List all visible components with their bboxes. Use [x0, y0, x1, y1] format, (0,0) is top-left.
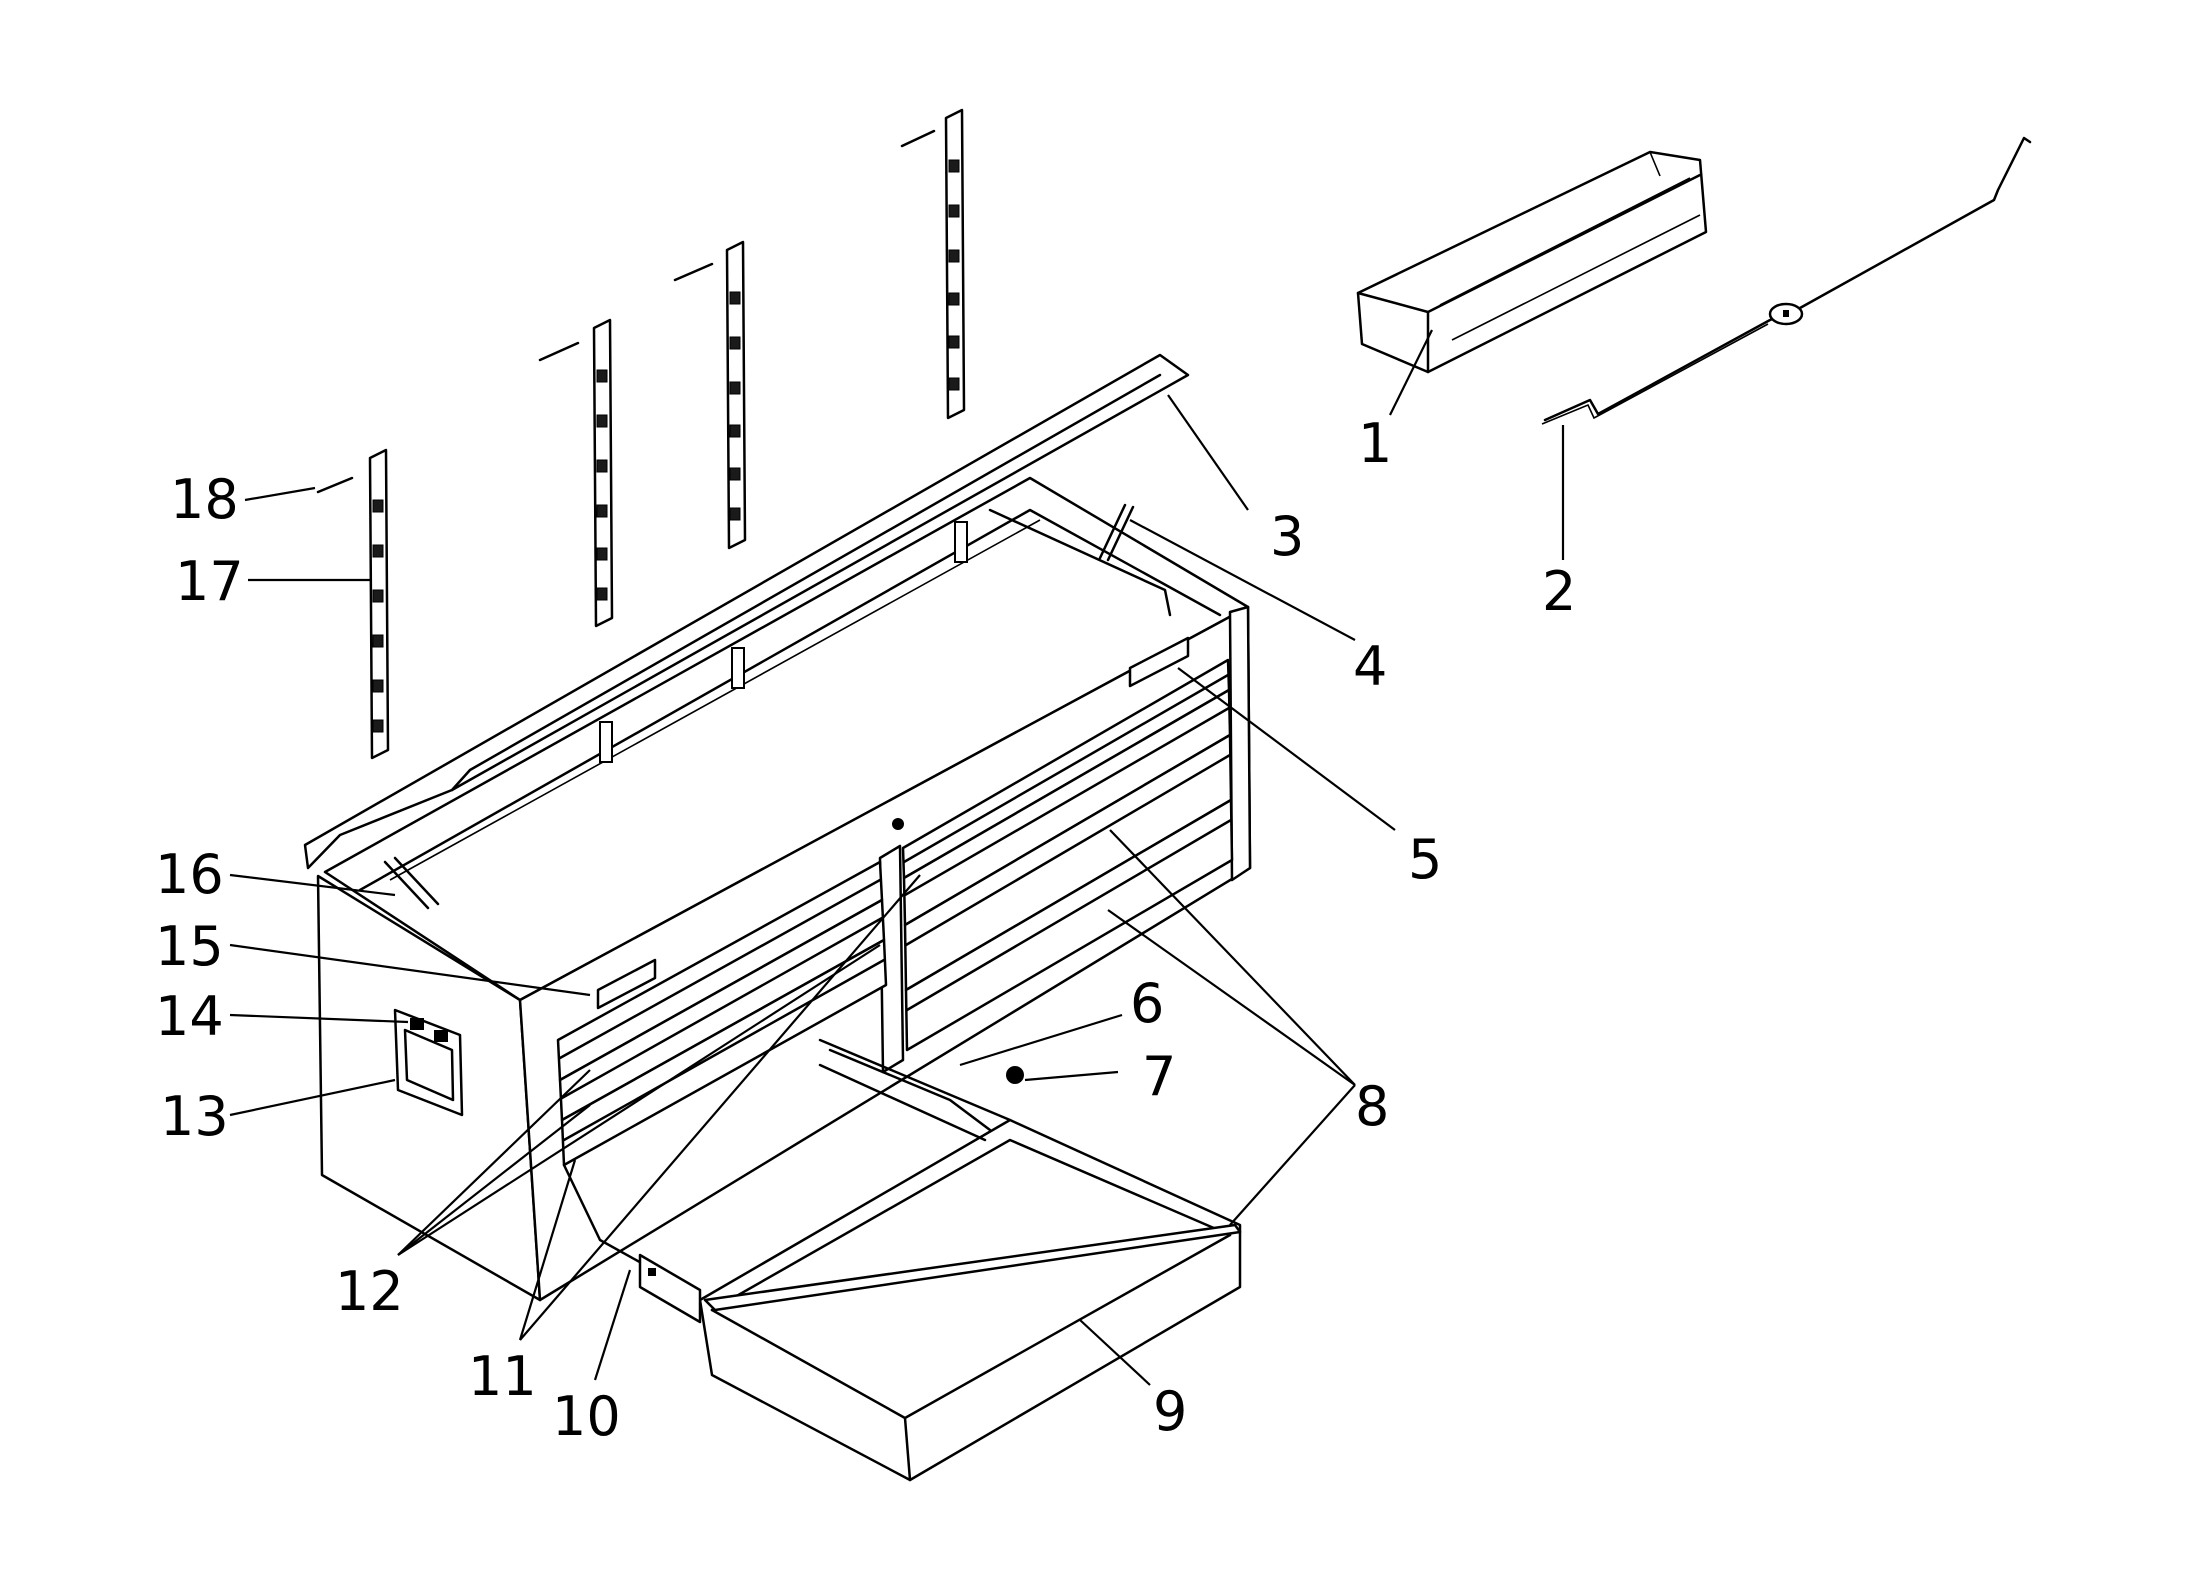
drawer-liner-trim — [703, 1223, 1242, 1312]
socket-rail — [316, 448, 390, 760]
callout-5: 5 — [1408, 828, 1442, 891]
rail-pin — [316, 476, 354, 494]
callout-14: 14 — [155, 985, 224, 1048]
callout-9: 9 — [1153, 1380, 1187, 1443]
callout-6: 6 — [1130, 972, 1164, 1035]
callout-4: 4 — [1353, 635, 1387, 698]
open-drawer — [562, 1038, 1242, 1482]
rail-pin — [673, 262, 714, 282]
callout-labels: 1 2 3 4 5 6 7 8 9 10 11 12 13 14 15 16 1… — [155, 412, 1576, 1448]
socket-rail — [673, 240, 747, 550]
callout-13: 13 — [160, 1085, 229, 1148]
rail-pin — [900, 129, 936, 148]
socket-rail — [900, 108, 966, 420]
callout-17: 17 — [175, 550, 244, 613]
callout-12: 12 — [335, 1260, 404, 1323]
socket-rail-group — [316, 108, 966, 760]
callout-1: 1 — [1358, 412, 1392, 475]
right-drawer-stack — [901, 658, 1234, 1052]
drawer-slide — [818, 1063, 987, 1142]
lid-stay — [1098, 503, 1127, 560]
callout-3: 3 — [1270, 505, 1304, 568]
callout-16: 16 — [155, 843, 224, 906]
callout-11: 11 — [468, 1345, 537, 1408]
callout-15: 15 — [155, 915, 224, 978]
label-plate — [1128, 636, 1190, 688]
lock-cylinder — [1006, 1066, 1024, 1084]
left-drawer-stack — [556, 860, 888, 1167]
tool-chest — [303, 353, 1252, 1482]
tray — [1356, 150, 1708, 374]
callout-10: 10 — [552, 1385, 621, 1448]
lid-hinge — [383, 860, 430, 910]
callout-18: 18 — [170, 468, 239, 531]
handle-bracket — [410, 1018, 424, 1030]
rail-pin — [538, 341, 580, 362]
callout-7: 7 — [1142, 1045, 1176, 1108]
lock-rod — [1541, 136, 2032, 425]
side-handle — [393, 1008, 464, 1117]
slide-bracket — [638, 1253, 702, 1324]
leader-lines — [229, 329, 1565, 1386]
name-plate — [596, 958, 657, 1010]
socket-rail — [538, 318, 614, 628]
callout-8: 8 — [1355, 1075, 1389, 1138]
callout-2: 2 — [1542, 560, 1576, 623]
